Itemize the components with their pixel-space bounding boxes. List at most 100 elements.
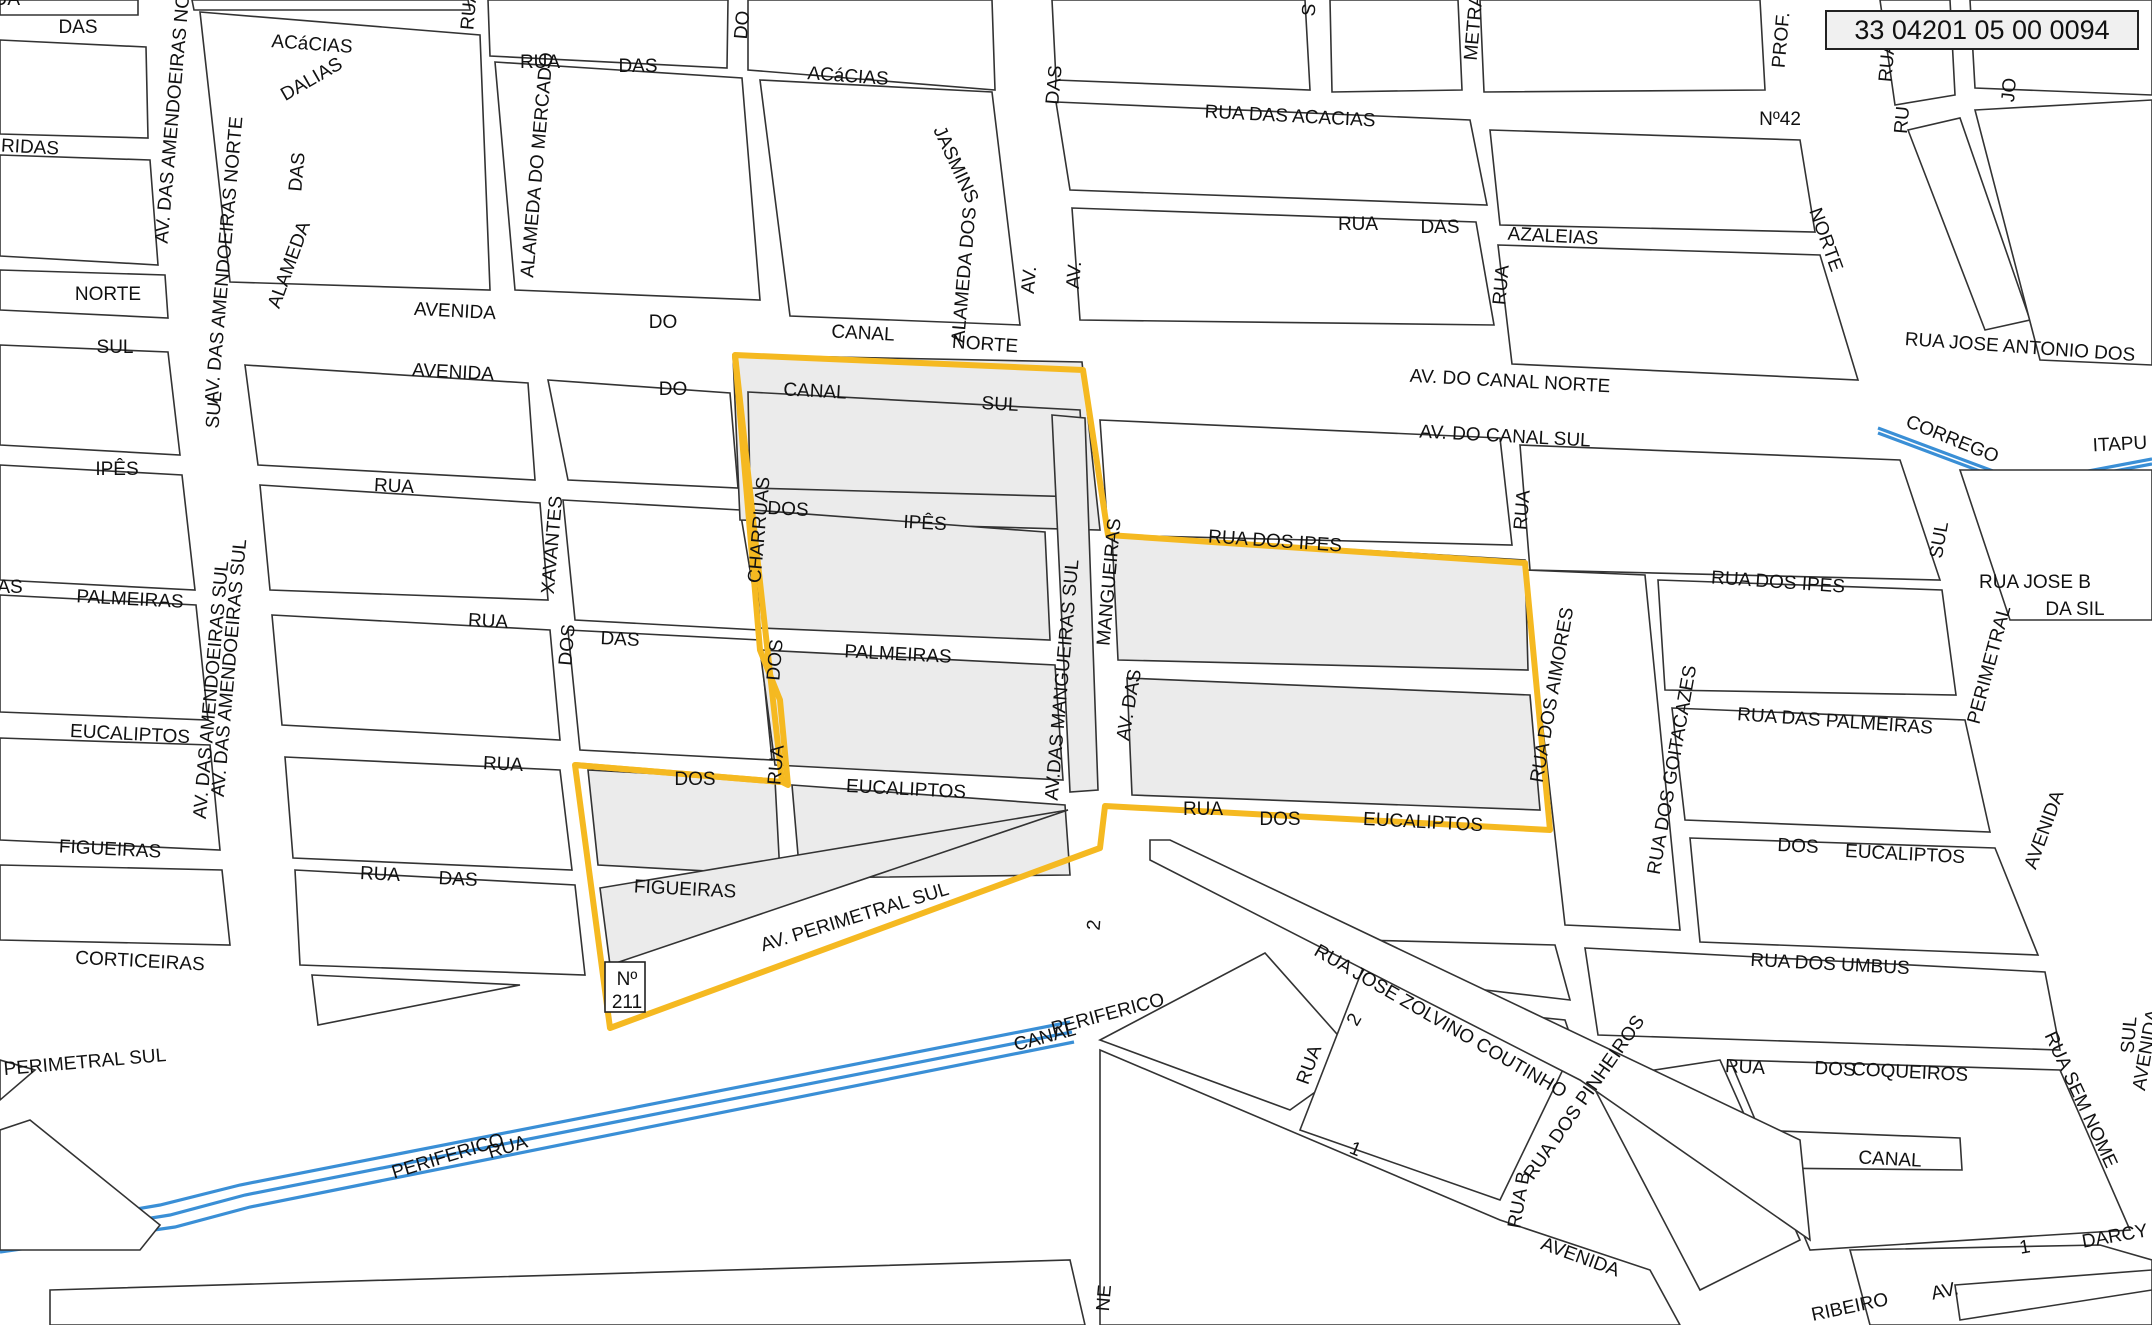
city-block — [487, 0, 729, 69]
street-label: DAS — [1420, 217, 1459, 238]
city-block — [1524, 569, 1681, 931]
street-label: RUA — [0, 0, 20, 10]
street-label: CANAL — [783, 379, 847, 403]
city-block — [49, 1259, 1086, 1325]
highlighted-blocks — [587, 354, 1541, 967]
street-label: RUA — [1489, 264, 1513, 306]
city-block — [1584, 947, 2061, 1051]
city-block — [1671, 707, 1992, 833]
city-block — [0, 864, 231, 946]
city-block — [0, 344, 181, 456]
city-block — [1689, 837, 2040, 956]
city-block — [294, 869, 586, 976]
street-label: Nº42 — [1759, 109, 1801, 130]
city-block — [0, 1119, 162, 1251]
street-label: Nº — [617, 969, 638, 990]
street-label: DAS — [285, 152, 309, 193]
city-block — [747, 0, 996, 91]
map-code-box: 33 04201 05 00 0094 — [1825, 10, 2139, 50]
street-label: 211 — [612, 992, 642, 1013]
highlighted-block — [747, 391, 1086, 498]
street-label: 1 — [2018, 1236, 2032, 1259]
city-block — [0, 594, 209, 721]
highlighted-block — [599, 809, 1069, 967]
street-label: DOS — [767, 498, 809, 521]
street-label: DO — [659, 379, 688, 400]
street-label: DOS — [1814, 1058, 1856, 1081]
street-label: IPÊS — [95, 458, 138, 480]
street-label: AVENIDA — [412, 360, 495, 385]
city-block — [1071, 207, 1495, 326]
street-label: DOS — [1777, 835, 1819, 858]
city-block — [271, 614, 561, 741]
street-label: 2 — [1084, 919, 1106, 931]
city-block — [1099, 1048, 1681, 1325]
city-block — [191, 0, 471, 11]
street-label: JO — [1998, 77, 2021, 103]
street-label: DAS — [58, 17, 97, 38]
street-label: AS — [0, 577, 23, 598]
street-label: AV. — [1063, 260, 1086, 289]
street-label: AVENIDA — [414, 299, 497, 324]
street-label: RU — [1891, 105, 1914, 134]
street-label: RUA — [1510, 489, 1534, 531]
street-label: RUA — [520, 52, 560, 73]
city-block — [0, 464, 196, 591]
street-label: NE — [1093, 1284, 1116, 1312]
study-area-boundary[interactable] — [572, 352, 1553, 1031]
street-label: RUA — [764, 744, 788, 786]
street-label: NORTE — [75, 284, 141, 305]
city-block — [199, 11, 491, 291]
city-block — [1055, 101, 1488, 206]
street-label: DAS — [1042, 65, 1066, 106]
street-label: DAS — [618, 56, 657, 77]
street-label: SUL — [981, 393, 1019, 416]
street-label: SUL — [2117, 1016, 2141, 1055]
street-label: RUA JOSE B — [1979, 572, 2091, 593]
street-label: CANAL — [831, 321, 895, 345]
street-label: DA SIL — [2045, 599, 2104, 620]
city-block — [494, 61, 761, 301]
street-label: DOS — [555, 624, 580, 667]
city-block — [1497, 244, 1860, 381]
city-block — [1149, 839, 1811, 1242]
city-block — [1519, 444, 1942, 581]
city-block — [0, 154, 159, 266]
city-block — [1329, 0, 1463, 93]
street-label: SUL — [97, 337, 134, 358]
street-label: RUA — [373, 475, 414, 498]
street-label: CANAL — [1858, 1147, 1922, 1171]
city-block — [1099, 419, 1513, 546]
street-label: NORTE — [951, 332, 1018, 358]
street-label: RUA — [1338, 214, 1378, 235]
street-label: ITAPU — [2092, 433, 2148, 457]
highlighted-block — [1051, 414, 1099, 793]
street-label: RUA — [1724, 1056, 1765, 1079]
highlighted-block — [1126, 677, 1541, 811]
city-block — [0, 1059, 37, 1102]
street-label: DAS — [600, 628, 640, 651]
street-label: RUA — [1183, 799, 1223, 820]
lot-number-box — [604, 961, 646, 1013]
city-block — [0, 0, 139, 16]
street-label: SUL — [202, 391, 226, 430]
city-block — [1958, 469, 2152, 621]
street-label: AZALEIAS — [1507, 224, 1599, 250]
street-label: DOS — [674, 769, 715, 790]
street-label: DO — [649, 312, 678, 333]
street-label: IPÊS — [903, 511, 947, 535]
street-label: RUA — [482, 753, 523, 776]
city-block — [284, 756, 573, 871]
city-block — [1973, 99, 2152, 366]
city-block — [1954, 1269, 2152, 1321]
city-block — [547, 379, 739, 489]
city-block — [311, 974, 521, 1026]
street-label: RIDAS — [0, 136, 59, 160]
street-label: DAS — [438, 868, 478, 891]
city-block — [1657, 579, 1957, 696]
city-block — [0, 269, 169, 319]
street-label: RUA — [467, 610, 508, 633]
street-label: DOS — [1259, 809, 1300, 830]
